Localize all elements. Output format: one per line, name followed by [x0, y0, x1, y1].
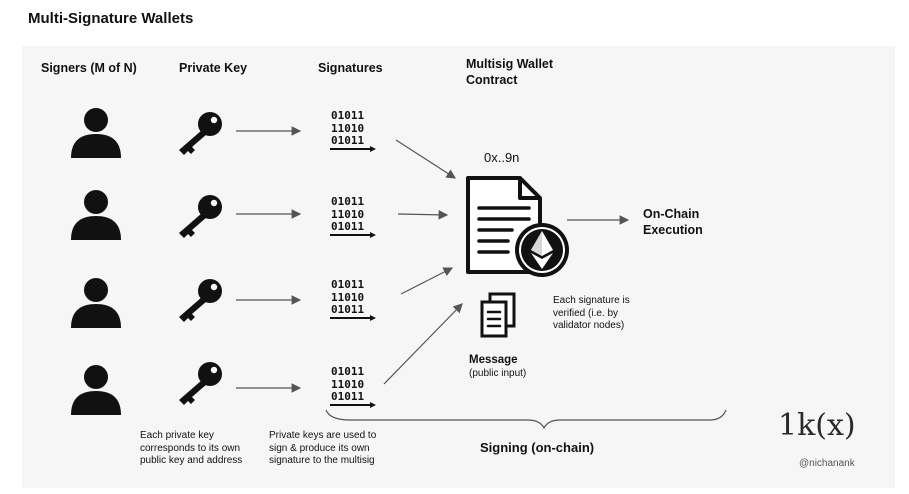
contract-address: 0x..9n — [484, 150, 520, 165]
person-icon — [71, 190, 121, 240]
pen-tip — [370, 402, 376, 408]
signature-block: 01011 11010 01011 — [331, 278, 365, 316]
pen-tip — [370, 315, 376, 321]
arrow-signature-to-contract — [397, 210, 449, 220]
document-ethereum-icon — [466, 176, 569, 277]
arrow-signature-to-contract — [395, 139, 457, 179]
onchain-execution: On-Chain Execution — [643, 206, 703, 238]
signatures-note: Private keys are used to sign & produce … — [269, 430, 377, 466]
brand-logo: 1k(x) — [778, 408, 856, 443]
documents-icon — [480, 292, 516, 338]
header-contract-line2: Contract — [466, 73, 518, 87]
verify-note: Each signature is verified (i.e. by vali… — [553, 295, 630, 331]
pen-tip — [370, 232, 376, 238]
message-subtitle: (public input) — [469, 368, 527, 379]
person-icon — [71, 365, 121, 415]
header-signatures: Signatures — [318, 61, 383, 75]
signature-block: 01011 11010 01011 — [331, 365, 365, 403]
pen-tip — [370, 146, 376, 152]
key-icon — [179, 112, 222, 155]
onchain-line2: Execution — [643, 223, 703, 237]
arrow-signature-to-contract — [400, 267, 454, 295]
message-title: Message — [469, 354, 518, 366]
key-icon — [179, 362, 222, 405]
key-icon — [179, 279, 222, 322]
header-signers: Signers (M of N) — [41, 61, 137, 75]
diagram-title: Multi-Signature Wallets — [28, 10, 194, 27]
key-icon — [179, 195, 222, 238]
signature-block: 01011 11010 01011 — [331, 109, 365, 147]
header-contract-line1: Multisig Wallet — [466, 57, 554, 71]
header-private-key: Private Key — [179, 61, 248, 75]
arrow-signature-to-contract — [383, 303, 463, 385]
signing-brace — [325, 409, 727, 430]
brand-handle: @nichanank — [799, 458, 855, 469]
diagram-panel — [22, 46, 895, 488]
person-icon — [71, 108, 121, 158]
header-contract: Multisig Wallet Contract — [466, 56, 553, 88]
signing-label: Signing (on-chain) — [480, 440, 595, 455]
signature-block: 01011 11010 01011 — [331, 195, 365, 233]
person-icon — [71, 278, 121, 328]
message-label: Message (public input) — [469, 352, 526, 379]
onchain-line1: On-Chain — [643, 207, 700, 221]
private-key-note: Each private key corresponds to its own … — [140, 430, 243, 466]
